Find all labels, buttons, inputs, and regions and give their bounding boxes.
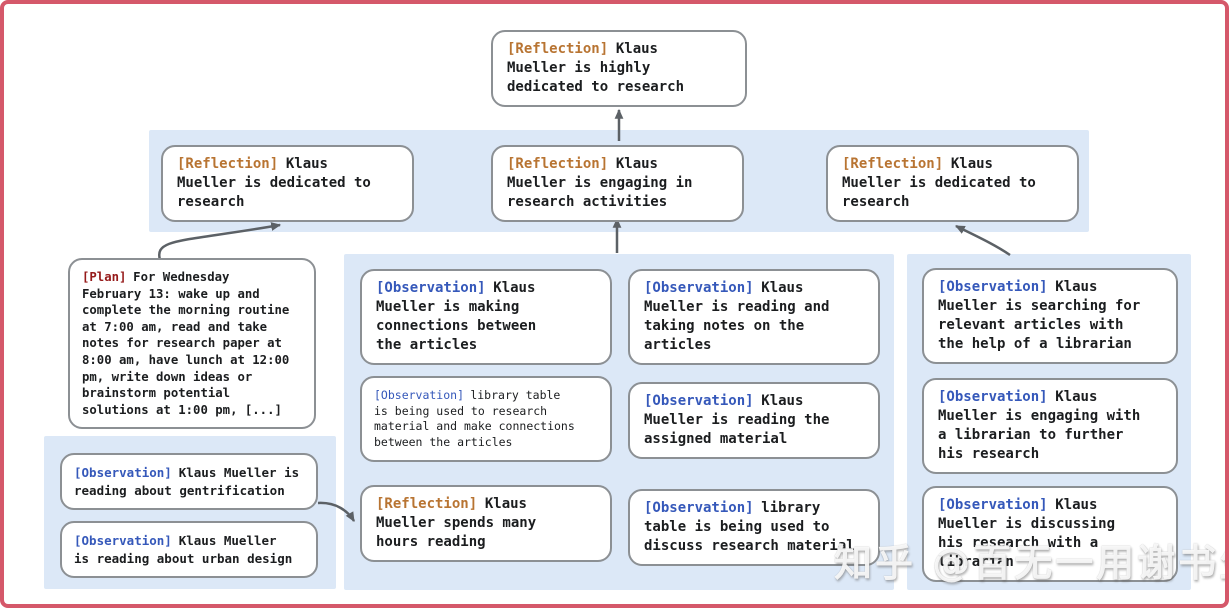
- observation-tag: [Observation]: [374, 388, 465, 402]
- node-text: Klaus Mueller is engaging with a librari…: [938, 389, 1141, 462]
- node-top-reflection: [Reflection]Klaus Mueller is highly dedi…: [491, 30, 747, 107]
- observation-tag: [Observation]: [644, 280, 754, 296]
- node-observation-assigned-material: [Observation]Klaus Mueller is reading th…: [628, 382, 880, 459]
- node-text: library table is being used to discuss r…: [644, 500, 855, 554]
- observation-tag: [Observation]: [74, 533, 172, 548]
- node-observation-library-discuss: [Observation]library table is being used…: [628, 489, 880, 566]
- node-text: Klaus Mueller is reading the assigned ma…: [644, 393, 830, 447]
- node-reflection-left: [Reflection]Klaus Mueller is dedicated t…: [161, 145, 414, 222]
- observation-tag: [Observation]: [74, 465, 172, 480]
- observation-tag: [Observation]: [644, 393, 754, 409]
- observation-tag: [Observation]: [376, 280, 486, 296]
- node-text: Klaus Mueller is discussing his research…: [938, 497, 1116, 570]
- node-observation-reading-notes: [Observation]Klaus Mueller is reading an…: [628, 269, 880, 365]
- node-text: Klaus Mueller is reading about urban des…: [74, 533, 293, 566]
- observation-tag: [Observation]: [938, 497, 1048, 513]
- node-text: Klaus Mueller is dedicated to research: [177, 156, 371, 210]
- reflection-tag: [Reflection]: [507, 41, 609, 57]
- node-text: library table is being used to research …: [374, 388, 575, 449]
- node-text: Klaus Mueller is reading about gentrific…: [74, 465, 300, 498]
- node-observation-connections: [Observation]Klaus Mueller is making con…: [360, 269, 612, 365]
- reflection-tag: [Reflection]: [842, 156, 944, 172]
- observation-tag: [Observation]: [938, 279, 1048, 295]
- node-text: Klaus Mueller is engaging in research ac…: [507, 156, 693, 210]
- node-reflection-hours-reading: [Reflection]Klaus Mueller spends many ho…: [360, 485, 612, 562]
- observation-tag: [Observation]: [938, 389, 1048, 405]
- node-text: For Wednesday February 13: wake up and c…: [82, 270, 290, 417]
- node-observation-gentrification: [Observation]Klaus Mueller is reading ab…: [60, 453, 318, 510]
- node-reflection-mid: [Reflection]Klaus Mueller is engaging in…: [491, 145, 744, 222]
- node-text: Klaus Mueller is reading and taking note…: [644, 280, 830, 353]
- node-plan: [Plan]For Wednesday February 13: wake up…: [68, 258, 316, 430]
- reflection-tag: [Reflection]: [507, 156, 609, 172]
- node-observation-library-research: [Observation]library table is being used…: [360, 376, 612, 462]
- node-reflection-right: [Reflection]Klaus Mueller is dedicated t…: [826, 145, 1079, 222]
- zhihu-watermark: 知乎 @百无一用谢书生: [834, 541, 1229, 585]
- plan-tag: [Plan]: [82, 270, 127, 284]
- node-text: Klaus Mueller is dedicated to research: [842, 156, 1036, 210]
- node-observation-discussing-librarian: [Observation]Klaus Mueller is discussing…: [922, 486, 1178, 582]
- node-text: Klaus Mueller is highly dedicated to res…: [507, 41, 685, 95]
- node-observation-urban-design: [Observation]Klaus Mueller is reading ab…: [60, 521, 318, 578]
- observation-tag: [Observation]: [644, 500, 754, 516]
- node-text: Klaus Mueller is searching for relevant …: [938, 279, 1141, 352]
- reflection-tag: [Reflection]: [376, 496, 478, 512]
- node-observation-searching-articles: [Observation]Klaus Mueller is searching …: [922, 268, 1178, 364]
- node-text: Klaus Mueller spends many hours reading: [376, 496, 537, 550]
- node-observation-engaging-librarian: [Observation]Klaus Mueller is engaging w…: [922, 378, 1178, 474]
- reflection-tag: [Reflection]: [177, 156, 279, 172]
- node-text: Klaus Mueller is making connections betw…: [376, 280, 537, 353]
